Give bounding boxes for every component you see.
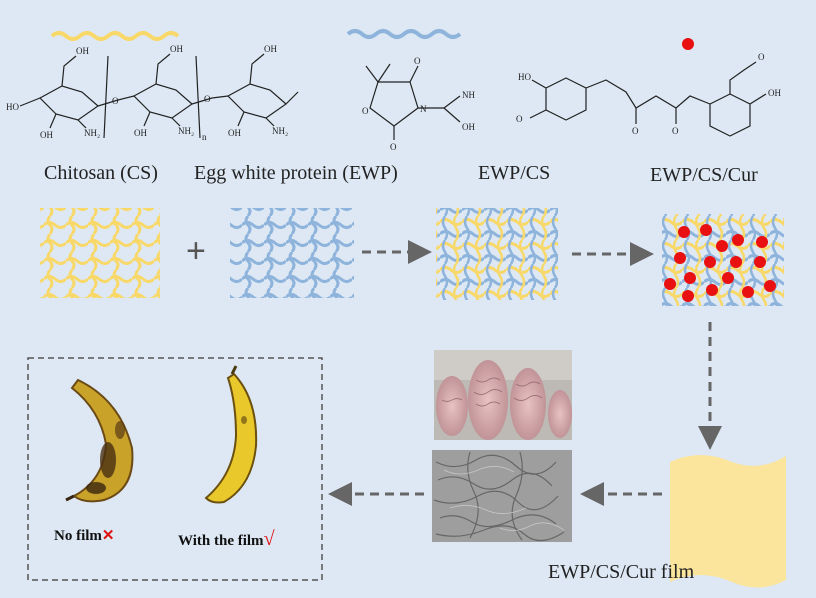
chitosan-network (40, 208, 160, 298)
atom-label-oh: OH (462, 122, 475, 132)
no-film-text: No film (54, 528, 102, 544)
ewp-label: Egg white protein (EWP) (194, 162, 398, 184)
atom-label-o: O (112, 96, 119, 106)
film-sheet-icon (670, 455, 786, 588)
atom-label-o: O (516, 114, 523, 124)
atom-label-nh2: NH₂ (84, 128, 100, 138)
chitosan-structure (19, 53, 299, 139)
ewp-cs-network (436, 208, 558, 300)
atom-label-o: O (672, 126, 679, 136)
atom-label-oh: OH (264, 44, 277, 54)
chitosan-label: Chitosan (CS) (44, 162, 158, 184)
banana-comparison-frame (27, 357, 323, 581)
with-film-caption: With the film√ (178, 528, 275, 551)
protein-network (230, 208, 354, 298)
atom-label-oh: OH (768, 88, 781, 98)
atom-label-o: O (414, 56, 421, 66)
film-label: EWP/CS/Cur film (548, 561, 695, 583)
curcumin-structure (529, 61, 767, 137)
sem-micrograph-image (432, 450, 572, 542)
atom-label-oh: OH (76, 46, 89, 56)
atom-label-o: O (204, 94, 211, 104)
curcumin-dots (664, 224, 776, 302)
banana-with-film-image (204, 365, 258, 504)
atom-label-o: O (758, 52, 765, 62)
atom-label-n-subscript: n (202, 132, 207, 142)
ewp-cs-cur-label: EWP/CS/Cur (650, 164, 758, 186)
atom-label-nh: NH (462, 90, 475, 100)
no-film-caption: No film✕ (54, 526, 115, 545)
atom-label-nh2: NH₂ (272, 126, 288, 136)
atom-label-o: O (362, 106, 369, 116)
atom-label-nh2: NH₂ (178, 126, 194, 136)
curcumin-dot-icon (682, 38, 694, 50)
atom-label-o: O (632, 126, 639, 136)
ewp-cs-label: EWP/CS (478, 162, 551, 184)
atom-label-oh: OH (40, 130, 53, 140)
cross-mark-icon: ✕ (101, 528, 115, 544)
chitosan-chain-icon (50, 31, 180, 41)
atom-label-ho: HO (6, 102, 19, 112)
banana-no-film-image (65, 378, 134, 503)
atom-label-oh: OH (134, 128, 147, 138)
atom-label-o: O (390, 142, 397, 152)
atom-label-n: N (420, 104, 427, 114)
ewp-structure (365, 63, 461, 140)
atom-label-oh: OH (170, 44, 183, 54)
atom-label-ho: HO (518, 72, 531, 82)
with-film-text: With the film (178, 533, 264, 549)
wrinkled-fingers-photo (434, 350, 572, 440)
plus-sign: + (186, 232, 206, 270)
protein-chain-icon (346, 29, 462, 39)
atom-label-oh: OH (228, 128, 241, 138)
check-mark-icon: √ (263, 528, 275, 550)
